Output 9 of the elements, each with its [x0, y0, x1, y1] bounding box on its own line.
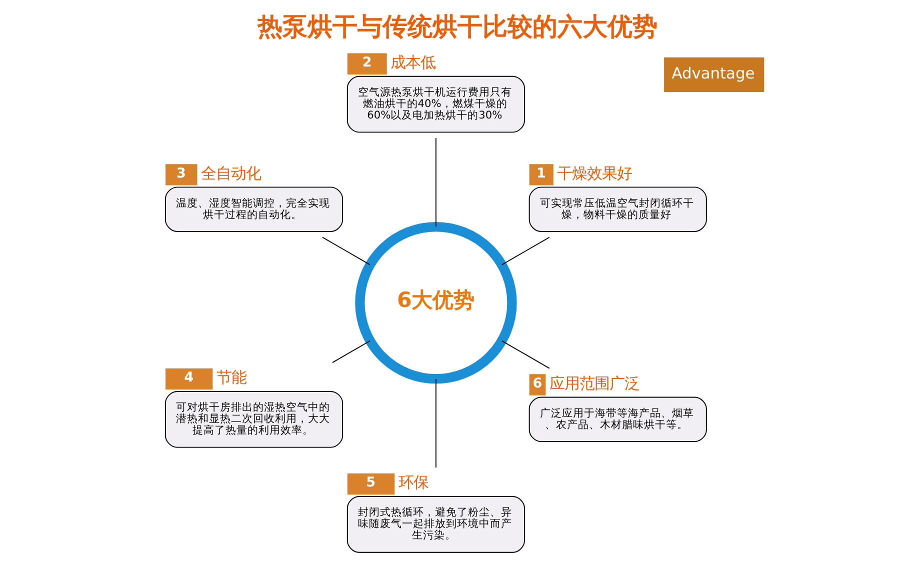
connector: [434, 138, 436, 228]
node-circle: 6大优势: [354, 222, 516, 384]
connector: [332, 340, 370, 364]
connector: [322, 236, 370, 266]
label: Advantage: [671, 64, 754, 82]
connector: [501, 236, 550, 266]
connector: [501, 340, 550, 369]
connector: [434, 378, 436, 468]
diagram-title: 热泵烘干与传统烘干比较的六大优势: [256, 12, 657, 41]
